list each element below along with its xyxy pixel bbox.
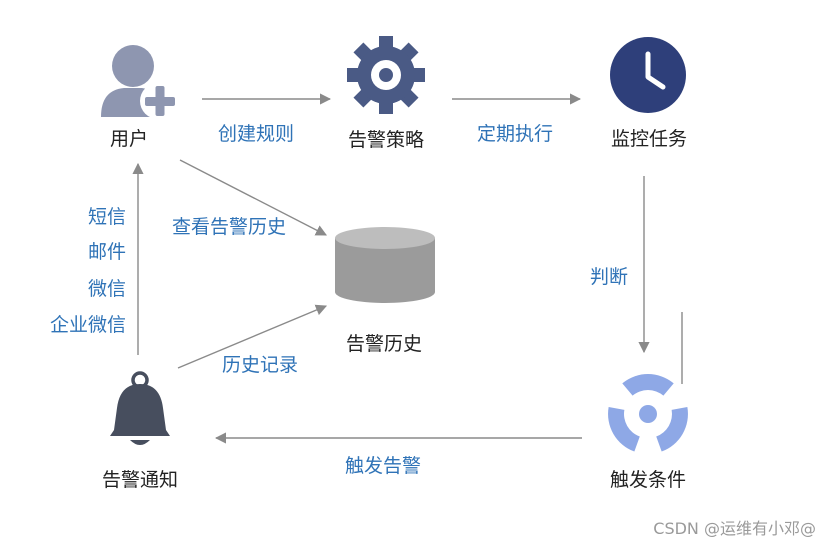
edge-label-create-rule: 创建规则 [218,123,294,145]
node-label-monitor: 监控任务 [611,128,687,150]
edge-label-history-record: 历史记录 [222,354,298,376]
watermark: CSDN @运维有小邓@ [653,519,816,538]
node-label-trigger: 触发条件 [610,469,686,491]
database-icon [335,227,435,303]
node-label-user: 用户 [110,128,148,150]
arrow-user-to-history [179,159,327,236]
edge-label-judge: 判断 [590,266,628,288]
channel-wecom: 企业微信 [50,314,126,336]
channel-wechat: 微信 [88,278,126,300]
gear-icon [347,36,425,114]
trigger-icon [608,374,688,452]
node-label-policy: 告警策略 [348,129,424,151]
node-label-notify: 告警通知 [102,469,178,491]
edge-label-view-history: 查看告警历史 [172,216,286,238]
arrow-notify-to-history [177,304,328,369]
edge-label-scheduled-exec: 定期执行 [477,123,553,145]
channel-sms: 短信 [88,206,126,228]
bell-icon [110,371,170,445]
clock-icon [610,37,686,113]
user-add-icon [101,45,176,119]
channel-email: 邮件 [88,241,126,263]
edge-label-fire-alert: 触发告警 [345,455,421,477]
node-label-history: 告警历史 [346,333,422,355]
